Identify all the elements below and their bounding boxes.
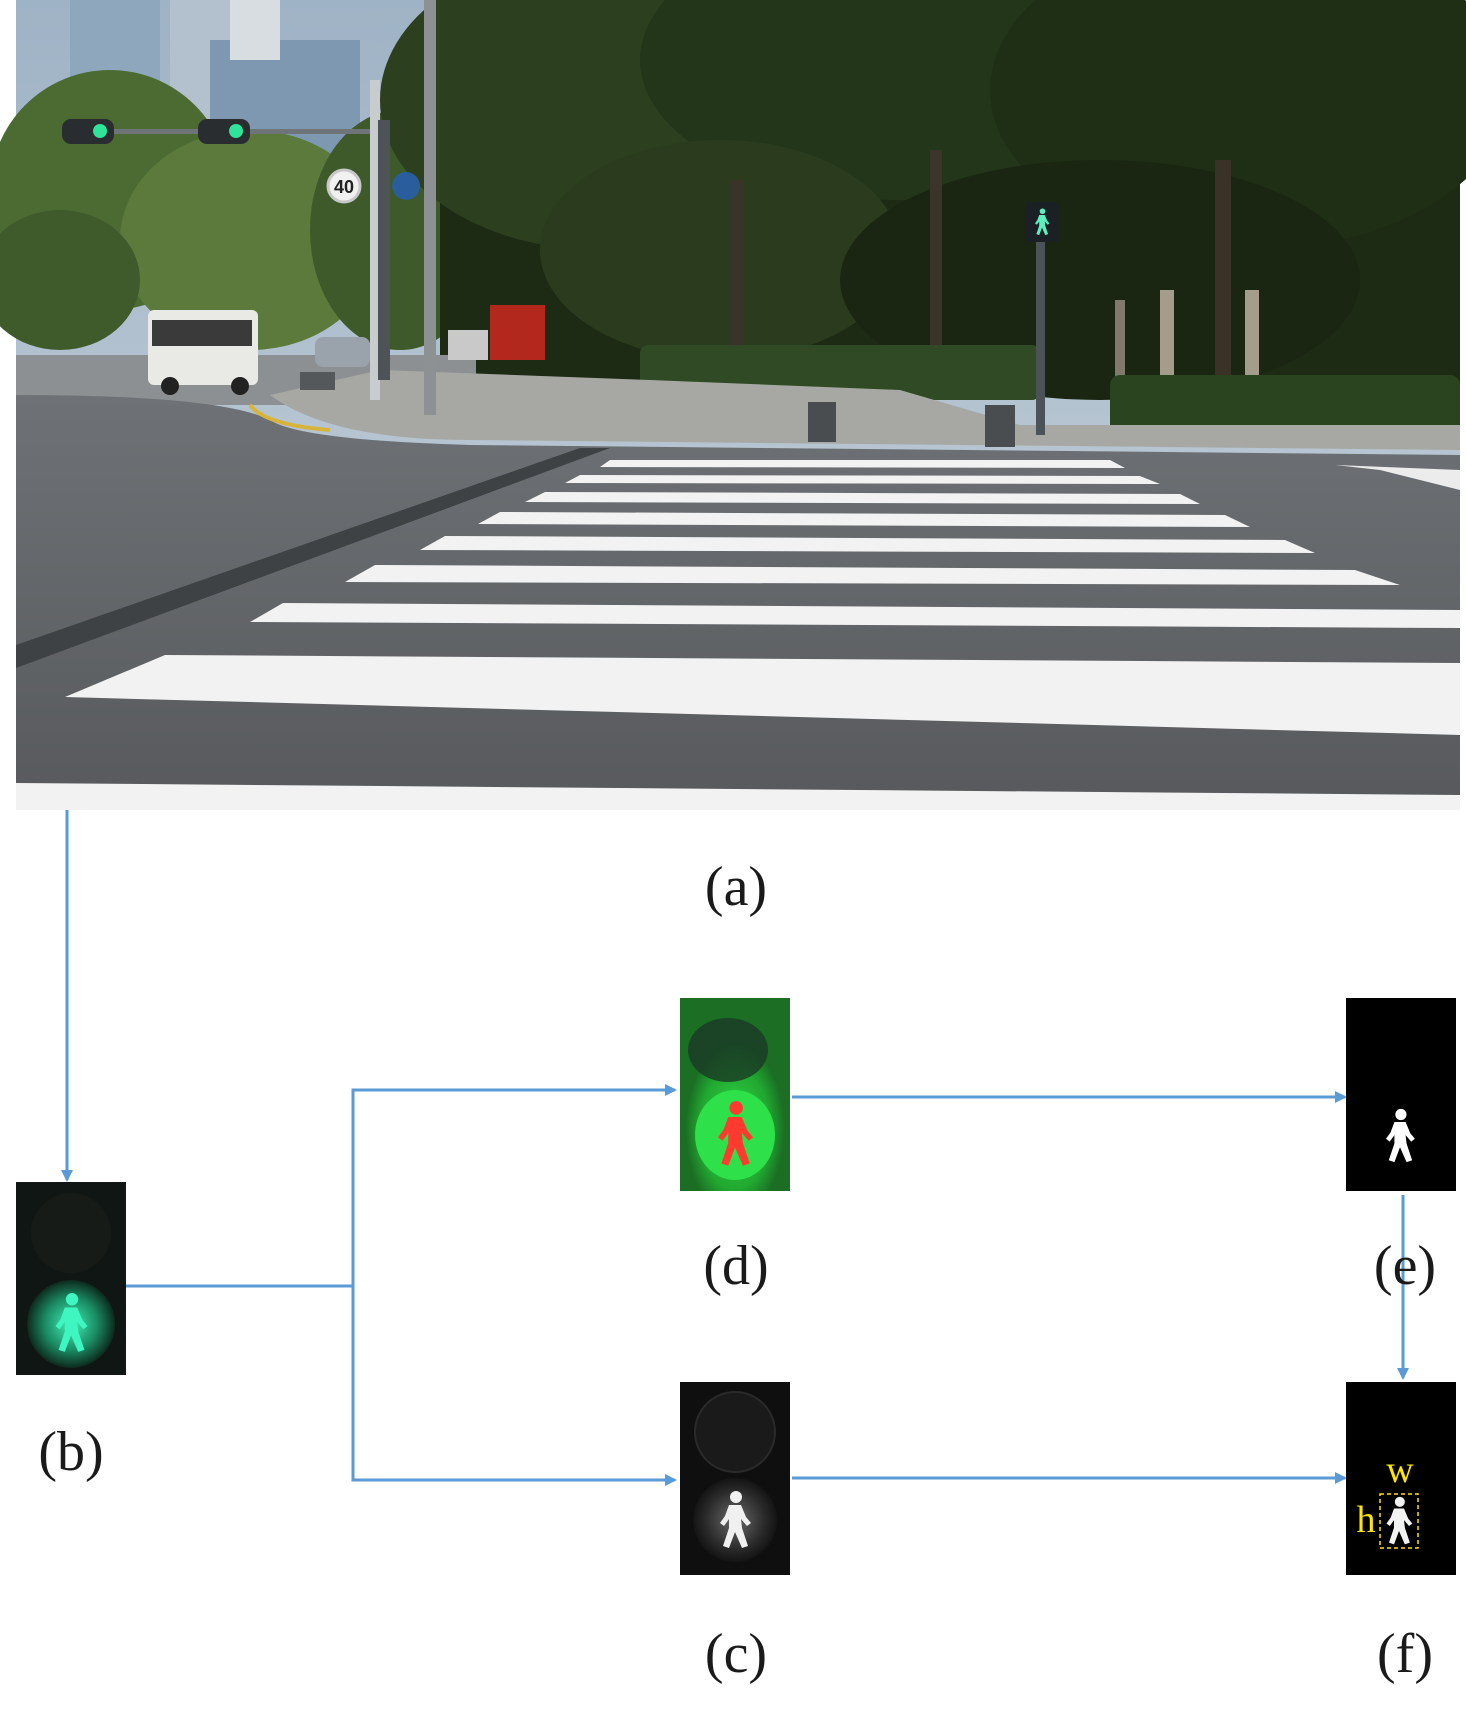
- bus: [490, 305, 545, 360]
- caption-e: (e): [1374, 1235, 1436, 1297]
- caption-d: (d): [703, 1235, 768, 1297]
- panel-b-signal-crop: [16, 1182, 126, 1375]
- caption-f: (f): [1377, 1623, 1433, 1685]
- arrow-b-to-d: [126, 1084, 677, 1288]
- height-label: h: [1357, 1499, 1376, 1541]
- width-label: w: [1386, 1449, 1414, 1491]
- flow-arrows: [61, 810, 1409, 1486]
- pole: [370, 80, 380, 400]
- caption-b: (b): [38, 1421, 103, 1483]
- panel-e-binary-mask: [1346, 998, 1456, 1191]
- panel-f-bounding-box: w h: [1346, 1382, 1456, 1575]
- building: [230, 0, 280, 60]
- caption-a: (a): [705, 856, 767, 918]
- bounding-box: [1379, 1493, 1419, 1549]
- speed-limit-text: 40: [334, 177, 354, 197]
- panel-d-color-mask: [680, 998, 790, 1191]
- pedestrian-signal-pole: [1036, 240, 1045, 435]
- panel-c-grayscale: [680, 1382, 790, 1575]
- panel-a-photo: 40: [0, 0, 1466, 810]
- caption-c: (c): [705, 1623, 767, 1685]
- pole: [424, 0, 436, 415]
- car: [315, 337, 370, 367]
- speed-limit-sign: [326, 168, 362, 204]
- crosswalk: [16, 460, 1460, 810]
- arrow-b-to-c: [351, 1286, 677, 1486]
- blue-sign: [392, 172, 420, 200]
